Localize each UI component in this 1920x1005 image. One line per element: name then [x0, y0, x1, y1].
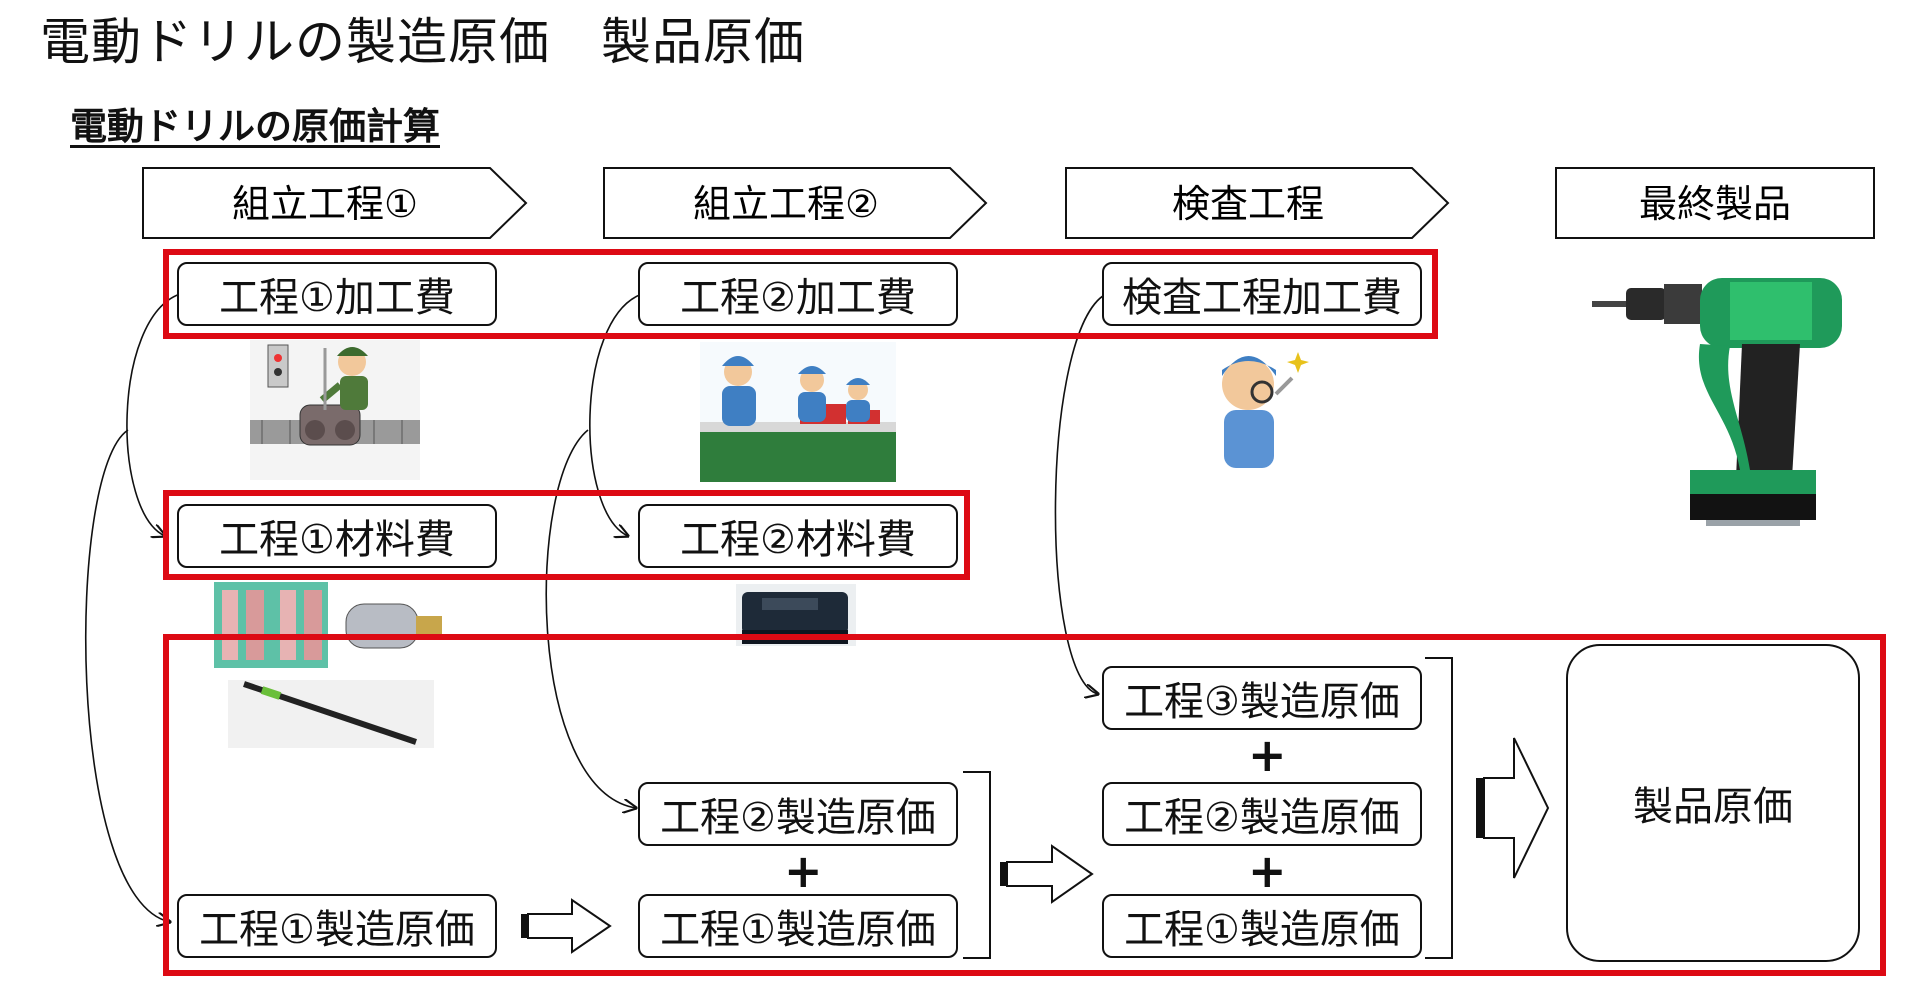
mfg-cost-stage3-carry2: 工程②製造原価 [1102, 782, 1422, 846]
inspector-icon [1200, 342, 1350, 472]
stage-header-3: 検査工程 [1065, 167, 1450, 239]
bracket-stage2 [963, 771, 991, 959]
material-cost-2: 工程②材料費 [638, 504, 958, 568]
connector-proc2-to-mfg2 [545, 429, 636, 808]
material-cost-1: 工程①材料費 [177, 504, 497, 568]
mfg-cost-stage3-own: 工程③製造原価 [1102, 666, 1422, 730]
connector-inspect-to-mfg3 [1054, 293, 1107, 694]
stage-label-2: 組立工程② [693, 182, 879, 226]
connector-proc1-to-mat1 [126, 293, 181, 536]
processing-cost-2: 工程②加工費 [638, 262, 958, 326]
assembly-line-icon [700, 342, 896, 482]
block-arrow-2 [1000, 844, 1094, 904]
plus-sign-stage3-a: + [1248, 728, 1287, 782]
connector-proc2-to-mat2 [589, 293, 643, 536]
stage-header-1: 組立工程① [142, 167, 528, 239]
stage-header-4: 最終製品 [1555, 167, 1875, 239]
product-cost-box: 製品原価 [1566, 644, 1860, 962]
stage-label-4: 最終製品 [1639, 182, 1791, 226]
bracket-stage3 [1425, 657, 1453, 959]
section-subtitle: 電動ドリルの原価計算 [70, 105, 440, 148]
worker-machine-icon [250, 340, 420, 480]
highlight-manufacturing-costs [163, 634, 1886, 976]
processing-cost-inspection: 検査工程加工費 [1102, 262, 1422, 326]
block-arrow-3 [1476, 737, 1550, 879]
stage-header-2: 組立工程② [603, 167, 988, 239]
mfg-cost-stage1: 工程①製造原価 [177, 894, 497, 958]
plus-sign-stage3-b: + [1248, 844, 1287, 898]
page-title: 電動ドリルの製造原価 製品原価 [40, 13, 805, 71]
mfg-cost-stage2-carry: 工程①製造原価 [638, 894, 958, 958]
stage-label-3: 検査工程 [1172, 182, 1324, 226]
connector-start-to-mfg1 [84, 429, 170, 922]
block-arrow-1 [521, 898, 612, 954]
processing-cost-1: 工程①加工費 [177, 262, 497, 326]
highlight-processing-costs [163, 249, 1438, 339]
mfg-cost-stage3-carry1: 工程①製造原価 [1102, 894, 1422, 958]
plus-sign-stage2: + [784, 844, 823, 898]
highlight-material-costs [163, 490, 970, 580]
stage-label-1: 組立工程① [232, 182, 418, 226]
mfg-cost-stage2-own: 工程②製造原価 [638, 782, 958, 846]
power-drill-icon [1592, 278, 1842, 526]
